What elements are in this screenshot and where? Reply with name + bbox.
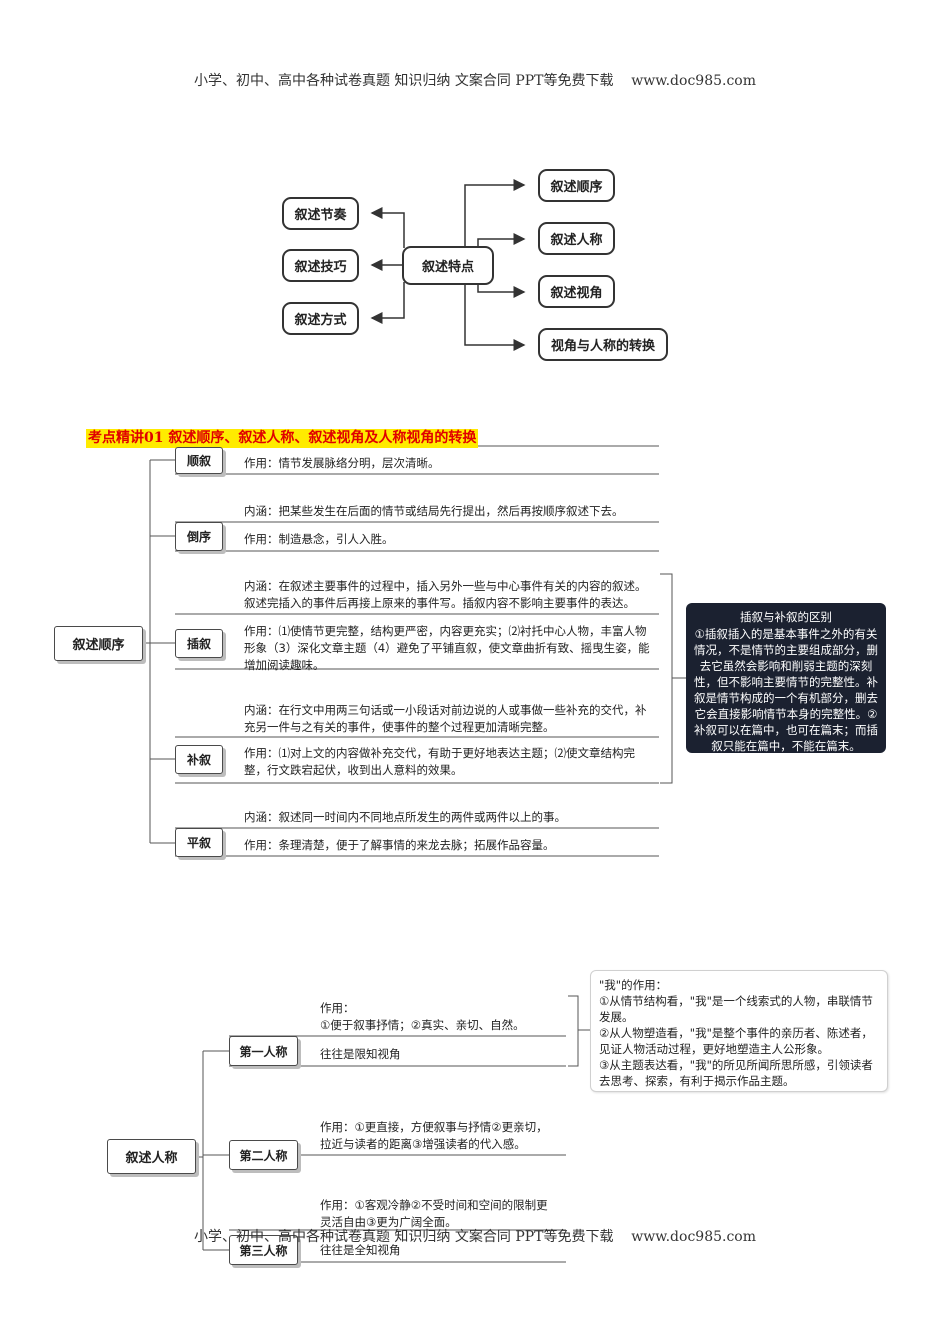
first-person-role-note: "我"的作用： ①从情节结构看，"我"是一个线索式的人物，串联情节发展。 ②从人… bbox=[590, 970, 888, 1092]
node-narrative-view: 叙述视角 bbox=[538, 275, 615, 308]
branch-text: 作用：条理清楚，便于了解事情的来龙去脉；拓展作品容量。 bbox=[244, 838, 555, 852]
note-item: ②从人物塑造看，"我"是整个事件的亲历者、陈述者，见证人物活动过程，更好地塑造主… bbox=[599, 1026, 873, 1056]
branch-label: 倒序 bbox=[175, 522, 223, 551]
tree-root-order: 叙述顺序 bbox=[54, 626, 143, 661]
branch-text: 作用：⑴对上文的内容做补充交代，有助于更好地表达主题；⑵使文章结构完整，行文跌宕… bbox=[244, 746, 635, 777]
branch-text: 作用：情节发展脉络分明，层次清晰。 bbox=[244, 456, 440, 470]
branch-text: 作用： ①便于叙事抒情；②真实、亲切、自然。 bbox=[320, 1001, 525, 1032]
branch-text: 往往是限知视角 bbox=[320, 1047, 401, 1061]
branch-text: 往往是全知视角 bbox=[320, 1243, 401, 1257]
node-narrative-mode: 叙述方式 bbox=[282, 302, 359, 335]
branch-text: 作用：⑴使情节更完整，结构更严密，内容更充实；⑵衬托中心人物，丰富人物形象（3）… bbox=[244, 624, 650, 672]
note-body: ①插叙插入的是基本事件之外的有关情况，不是情节的主要组成部分，删去它虽然会影响和… bbox=[694, 627, 878, 753]
branch-text: 内涵：在行文中用两三句话或一小段话对前边说的人或事做一些补充的交代，补充另一件与… bbox=[244, 703, 647, 734]
branch-label: 补叙 bbox=[175, 745, 223, 774]
node-narrative-technique: 叙述技巧 bbox=[282, 249, 359, 282]
branch-label: 插叙 bbox=[175, 629, 223, 658]
tree-root-person: 叙述人称 bbox=[107, 1139, 196, 1174]
insert-vs-supplement-note: 插叙与补叙的区别 ①插叙插入的是基本事件之外的有关情况，不是情节的主要组成部分，… bbox=[686, 603, 886, 753]
branch-text: 作用：①客观冷静②不受时间和空间的限制更灵活自由③更为广阔全面。 bbox=[320, 1198, 548, 1229]
node-narrative-order: 叙述顺序 bbox=[538, 169, 615, 202]
section-title: 考点精讲01 叙述顺序、叙述人称、叙述视角及人称视角的转换 bbox=[86, 429, 479, 448]
branch-label: 第三人称 bbox=[229, 1235, 298, 1265]
branch-text: 内涵：把某些发生在后面的情节或结局先行提出，然后再按顺序叙述下去。 bbox=[244, 504, 624, 518]
node-view-person-switch: 视角与人称的转换 bbox=[538, 328, 668, 361]
note-title: 插叙与补叙的区别 bbox=[740, 610, 832, 624]
branch-text: 作用：①更直接，方便叙事与抒情②更亲切，拉近与读者的距离③增强读者的代入感。 bbox=[320, 1120, 548, 1151]
branch-text: 内涵：叙述同一时间内不同地点所发生的两件或两件以上的事。 bbox=[244, 810, 566, 824]
note-title: "我"的作用： bbox=[599, 978, 668, 992]
center-node: 叙述特点 bbox=[402, 246, 494, 285]
branch-label: 顺叙 bbox=[175, 447, 223, 474]
branch-label: 第二人称 bbox=[229, 1140, 298, 1170]
node-narrative-rhythm: 叙述节奏 bbox=[282, 197, 359, 230]
note-item: ③从主题表达看，"我"的所见所闻所思所感，引领读者去思考、探索，有利于揭示作品主… bbox=[599, 1058, 873, 1088]
note-item: ①从情节结构看，"我"是一个线索式的人物，串联情节发展。 bbox=[599, 994, 873, 1024]
node-narrative-person: 叙述人称 bbox=[538, 222, 615, 255]
branch-text: 内涵：在叙述主要事件的过程中，插入另外一些与中心事件有关的内容的叙述。叙述完插入… bbox=[244, 579, 647, 610]
branch-label: 平叙 bbox=[175, 828, 223, 857]
page-header: 小学、初中、高中各种试卷真题 知识归纳 文案合同 PPT等免费下载 www.do… bbox=[193, 73, 756, 89]
branch-label: 第一人称 bbox=[229, 1036, 298, 1066]
branch-text: 作用：制造悬念，引人入胜。 bbox=[244, 532, 394, 546]
page-footer: 小学、初中、高中各种试卷真题 知识归纳 文案合同 PPT等免费下载 www.do… bbox=[193, 1229, 756, 1245]
